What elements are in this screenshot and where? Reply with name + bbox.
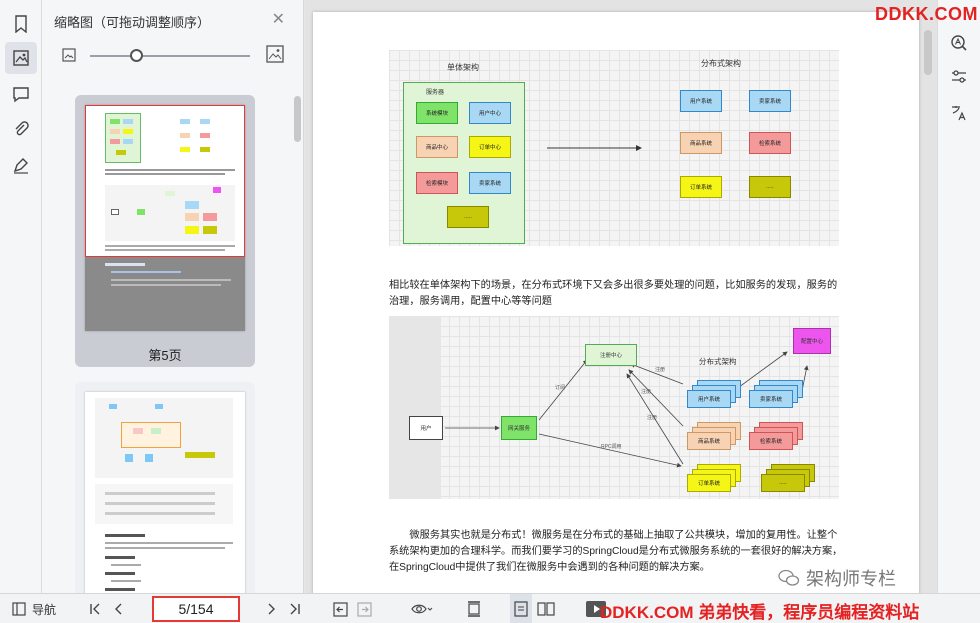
distributed-box-5: ..... [749,176,791,198]
thumbnail-page-label: 第5页 [148,348,182,363]
paragraph-distributed-problems: 相比较在单体架构下的场景，在分布式环境下又会多出很多要处理的问题，比如服务的发现… [389,280,838,307]
figure-microservice-architecture: 用户 网关服务 注册中心 配置中心 分布式架构 订阅 注册 注册 注册 RPC调… [389,316,839,499]
large-image-icon [266,45,284,63]
registry-node: 注册中心 [585,344,637,366]
thumbnail-page-6[interactable] [75,382,255,593]
document-scrollbar[interactable] [924,30,932,75]
comment-icon[interactable] [5,78,37,110]
watermark-wechat: 架构师专栏 [778,565,896,591]
figure-monolith-vs-distributed: 单体架构 分布式架构 服务器 系统模块用户中心商品中心订单中心检索模块卖家系统.… [389,50,839,246]
distributed-box-1: 卖家系统 [749,90,791,112]
monolith-box-0: 系统模块 [416,102,458,124]
distributed-box-4: 订单系统 [680,176,722,198]
small-image-icon [62,48,76,62]
monolith-box-3: 订单中心 [469,136,511,158]
nav-label: 导航 [32,602,57,617]
distributed-box-3: 检索系统 [749,132,791,154]
monolith-title: 单体架构 [447,63,479,72]
thumbnail-icon[interactable] [5,42,37,74]
back-history-icon[interactable] [333,594,348,623]
service-box-3: 检索系统 [749,432,793,450]
thumbnails-title: 缩略图（可拖动调整顺序） [54,15,211,30]
document-page: 单体架构 分布式架构 服务器 系统模块用户中心商品中心订单中心检索模块卖家系统.… [313,12,919,593]
settings-sliders-icon[interactable] [950,68,968,86]
monolith-box-1: 用户中心 [469,102,511,124]
sidebar-toggle-icon [12,602,26,616]
document-viewport[interactable]: 单体架构 分布式架构 服务器 系统模块用户中心商品中心订单中心检索模块卖家系统.… [305,0,937,593]
next-page-icon[interactable] [264,594,278,623]
bookmark-icon[interactable] [5,8,37,40]
service-box-2: 商品系统 [687,432,731,450]
figure2-arrows [445,351,809,468]
wechat-icon [778,569,800,586]
navigation-toggle[interactable]: 导航 [12,594,56,623]
close-icon[interactable]: ✕ [271,11,285,28]
thumbnail-page-5-preview [85,105,245,331]
paragraph-microservices: 微服务其实也就是分布式！微服务是在分布式的基础上抽取了公共模块，增加的复用性。让… [389,530,843,573]
eye-protection-icon[interactable] [411,594,433,623]
page-number-input[interactable]: 5/154 [152,596,240,622]
distributed-box-0: 用户系统 [680,90,722,112]
wechat-account-name: 架构师专栏 [806,569,896,589]
fit-width-icon[interactable] [466,594,482,623]
service-box-5: ..... [761,474,805,492]
right-tool-rail [937,0,980,593]
prev-page-icon[interactable] [112,594,126,623]
edge-register-2: 注册 [641,389,652,395]
first-page-icon[interactable] [88,594,102,623]
edge-subscribe: 订阅 [555,385,566,391]
fig2-title: 分布式架构 [699,357,737,366]
monolith-box-4: 检索模块 [416,172,458,194]
edge-register-3: 注册 [647,415,658,421]
search-text-icon[interactable] [950,34,968,52]
server-label: 服务器 [426,90,445,96]
user-node: 用户 [409,416,443,440]
thumbnails-panel: 缩略图（可拖动调整顺序） ✕ [42,0,304,593]
zoom-track[interactable] [90,55,250,57]
distributed-box-2: 商品系统 [680,132,722,154]
monolith-box-2: 商品中心 [416,136,458,158]
play-slideshow-icon[interactable] [585,594,607,623]
thumbnail-scrollbar[interactable] [294,96,301,142]
service-box-1: 卖家系统 [749,390,793,408]
thumbnail-page-5[interactable]: 第5页 [75,95,255,367]
forward-history-icon[interactable] [357,594,372,623]
gateway-node: 网关服务 [501,416,537,440]
edge-rpc: RPC调用 [601,444,622,450]
watermark-bottom: DDKK.COM 弟弟快看，程序员编程资料站 [600,603,920,622]
config-node: 配置中心 [793,328,831,354]
service-box-4: 订单系统 [687,474,731,492]
distributed-title: 分布式架构 [701,59,741,68]
watermark-top: DDKK.COM [875,4,978,24]
attachment-icon[interactable] [5,113,37,145]
monolith-box-6: ..... [447,206,489,228]
monolith-box-5: 卖家系统 [469,172,511,194]
double-page-icon[interactable] [537,594,555,623]
left-icon-rail [0,0,42,593]
last-page-icon[interactable] [288,594,302,623]
signature-icon[interactable] [5,149,37,181]
bottom-toolbar: 导航 5/154 [0,593,980,623]
service-box-0: 用户系统 [687,390,731,408]
figure1-arrows [547,145,642,151]
edge-register-1: 注册 [655,367,666,373]
zoom-knob[interactable] [130,49,143,62]
translate-icon[interactable] [950,104,968,122]
thumbnail-zoom-slider[interactable] [60,44,288,68]
single-page-icon[interactable] [510,594,532,623]
thumbnail-page-6-preview [85,392,245,593]
